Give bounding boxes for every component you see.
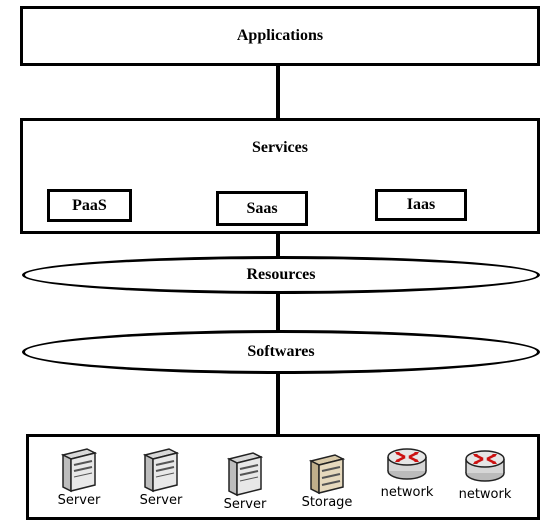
saas-box: Saas: [216, 191, 308, 226]
hardware-box: Server Server Server: [26, 434, 540, 520]
services-label: Services: [252, 139, 308, 156]
storage-icon: [295, 453, 359, 495]
hardware-label: Server: [57, 493, 101, 508]
server-icon: [49, 447, 109, 493]
applications-label: Applications: [236, 27, 324, 44]
connector-resources-softwares: [276, 292, 280, 332]
hardware-label: network: [458, 487, 512, 502]
applications-box: Applications: [20, 6, 540, 66]
hardware-item-storage: Storage: [295, 453, 359, 510]
hardware-item-server-1: Server: [49, 447, 109, 508]
hardware-label: Storage: [301, 495, 353, 510]
softwares-ellipse: Softwares: [22, 330, 540, 374]
hardware-item-network-1: network: [375, 441, 439, 500]
iaas-box: Iaas: [375, 189, 467, 221]
router-icon: [375, 441, 439, 485]
connector-softwares-hardware: [276, 372, 280, 436]
hardware-item-network-2: network: [453, 443, 517, 502]
connector-applications-services: [276, 64, 280, 120]
paas-box: PaaS: [47, 189, 132, 222]
hardware-label: network: [380, 485, 434, 500]
router-icon: [453, 443, 517, 487]
hardware-label: Server: [223, 497, 267, 512]
server-icon: [215, 451, 275, 497]
connector-services-resources: [276, 232, 280, 258]
hardware-item-server-2: Server: [131, 447, 191, 508]
hardware-label: Server: [139, 493, 183, 508]
hardware-item-server-3: Server: [215, 451, 275, 512]
server-icon: [131, 447, 191, 493]
resources-ellipse: Resources: [22, 256, 540, 294]
services-box: Services PaaS Saas Iaas: [20, 118, 540, 234]
